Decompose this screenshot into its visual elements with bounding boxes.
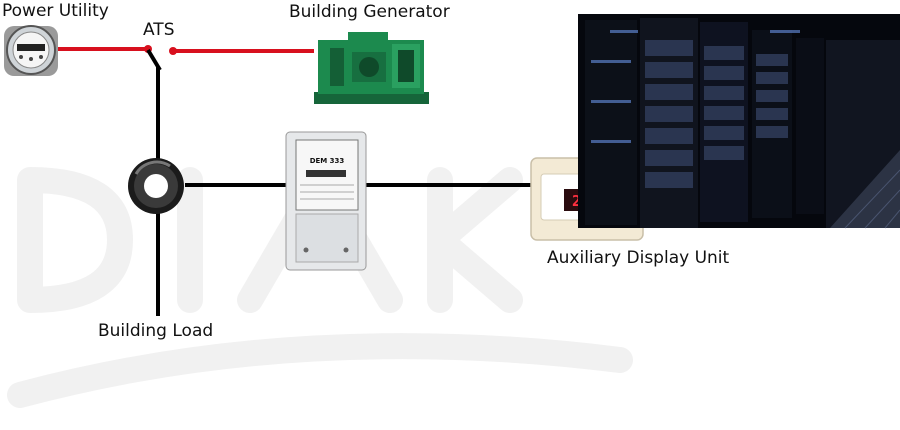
- label-auxiliary-display-unit: Auxiliary Display Unit: [547, 248, 730, 268]
- label-ats: ATS: [143, 20, 175, 40]
- label-building-load: Building Load: [98, 321, 214, 341]
- generator-icon: [314, 32, 429, 104]
- current-transformer-icon: [128, 158, 184, 214]
- utility-meter-icon: [4, 25, 58, 76]
- label-building-generator: Building Generator: [289, 2, 450, 22]
- kwh-meter-model: DEM 333: [310, 157, 345, 165]
- kwh-meter-icon: [285, 131, 367, 271]
- label-power-utility: Power Utility: [2, 1, 109, 21]
- server-room-photo: [578, 14, 900, 229]
